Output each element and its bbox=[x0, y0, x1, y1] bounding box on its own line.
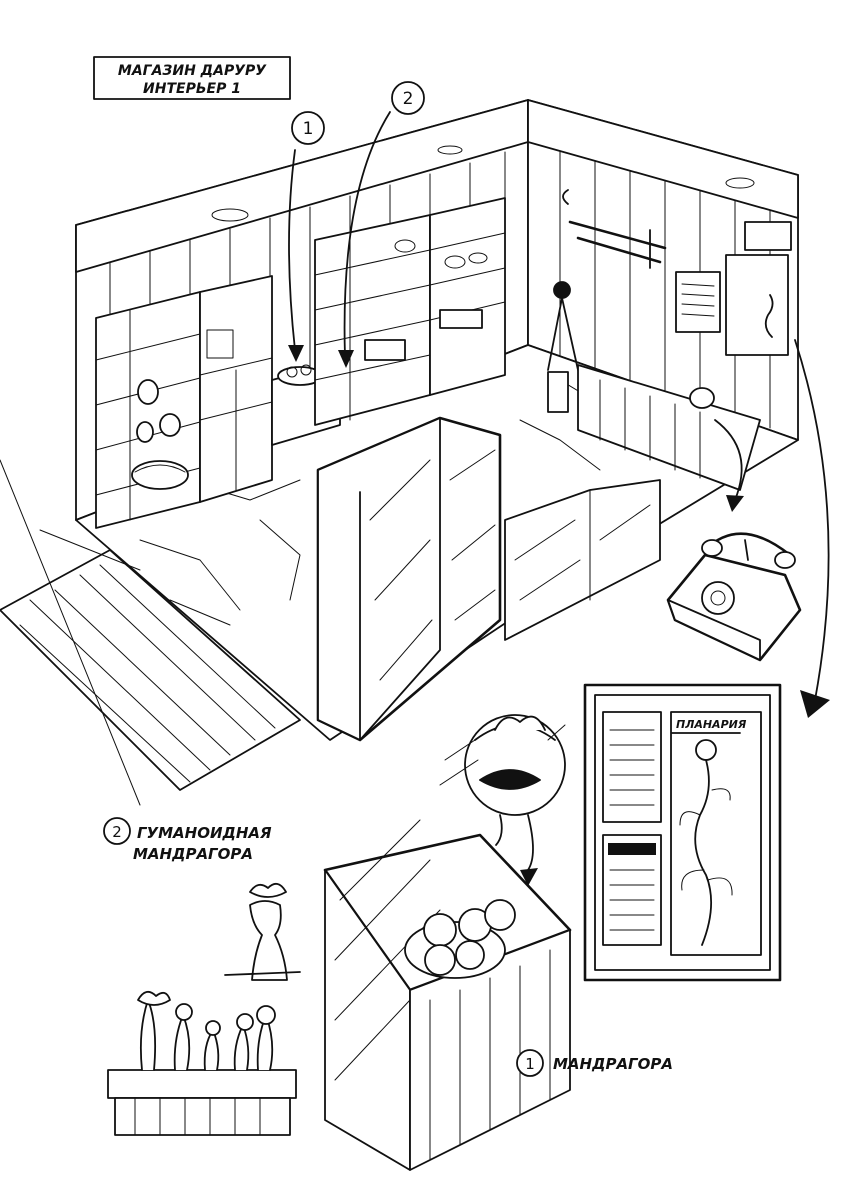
title-box: МАГАЗИН ДАРУРУ ИНТЕРЬЕР 1 bbox=[93, 56, 291, 100]
mandrake-icon bbox=[484, 899, 516, 931]
foreground-cabinet bbox=[316, 416, 502, 742]
title-line-2: ИНТЕРЬЕР 1 bbox=[143, 81, 241, 97]
humanoid-mandrakes bbox=[107, 882, 301, 1136]
left-shelving bbox=[95, 275, 273, 529]
mandrake-display-stand bbox=[323, 819, 572, 1171]
planaria-poster: ПЛАНАРИЯ bbox=[583, 683, 782, 982]
basket-icon bbox=[131, 460, 189, 490]
crate-icon bbox=[364, 339, 406, 361]
legend-item-1-label: МАНДРАГОРА bbox=[553, 1055, 673, 1073]
right-counter bbox=[577, 364, 761, 491]
legend-item-1: 1 МАНДРАГОРА bbox=[516, 1049, 673, 1077]
pot-icon bbox=[136, 421, 154, 443]
mandrake-icon bbox=[455, 940, 485, 970]
callout-2-number: 2 bbox=[403, 89, 414, 109]
legend-item-1-number: 1 bbox=[525, 1055, 535, 1073]
pot-icon bbox=[159, 413, 181, 437]
callout-1-number: 1 bbox=[303, 119, 314, 139]
mandrake-icon bbox=[424, 944, 456, 976]
right-wall-decor bbox=[547, 189, 792, 413]
poster-label: ПЛАНАРИЯ bbox=[676, 718, 747, 731]
notice-poster bbox=[675, 271, 721, 333]
wall-poster-small bbox=[725, 254, 789, 356]
title-line-1: МАГАЗИН ДАРУРУ bbox=[118, 63, 267, 79]
poster-arrow bbox=[794, 339, 830, 701]
legend-item-2-number: 2 bbox=[112, 823, 122, 841]
glass-display-counter bbox=[504, 479, 661, 641]
planaria-plant-icon bbox=[679, 739, 733, 946]
mandrake-icon bbox=[423, 913, 457, 947]
callout-2: 2 bbox=[338, 81, 425, 368]
legend-item-2-line-2: МАНДРАГОРА bbox=[133, 845, 253, 863]
center-shelving bbox=[314, 197, 506, 426]
legend-item-2: 2 ГУМАНОИДНАЯ МАНДРАГОРА bbox=[103, 817, 272, 863]
telephone-icon bbox=[689, 387, 715, 409]
phone-arrow bbox=[714, 419, 743, 501]
mandrake-head-icon bbox=[439, 714, 566, 886]
legend-item-2-line-1: ГУМАНОИДНАЯ bbox=[137, 824, 272, 842]
pot-icon bbox=[137, 379, 159, 405]
sword-icon bbox=[562, 189, 667, 269]
telephone-icon bbox=[666, 532, 802, 662]
callout-1: 1 bbox=[288, 111, 325, 362]
lamp-icon bbox=[547, 281, 579, 413]
crate-icon bbox=[439, 309, 483, 329]
